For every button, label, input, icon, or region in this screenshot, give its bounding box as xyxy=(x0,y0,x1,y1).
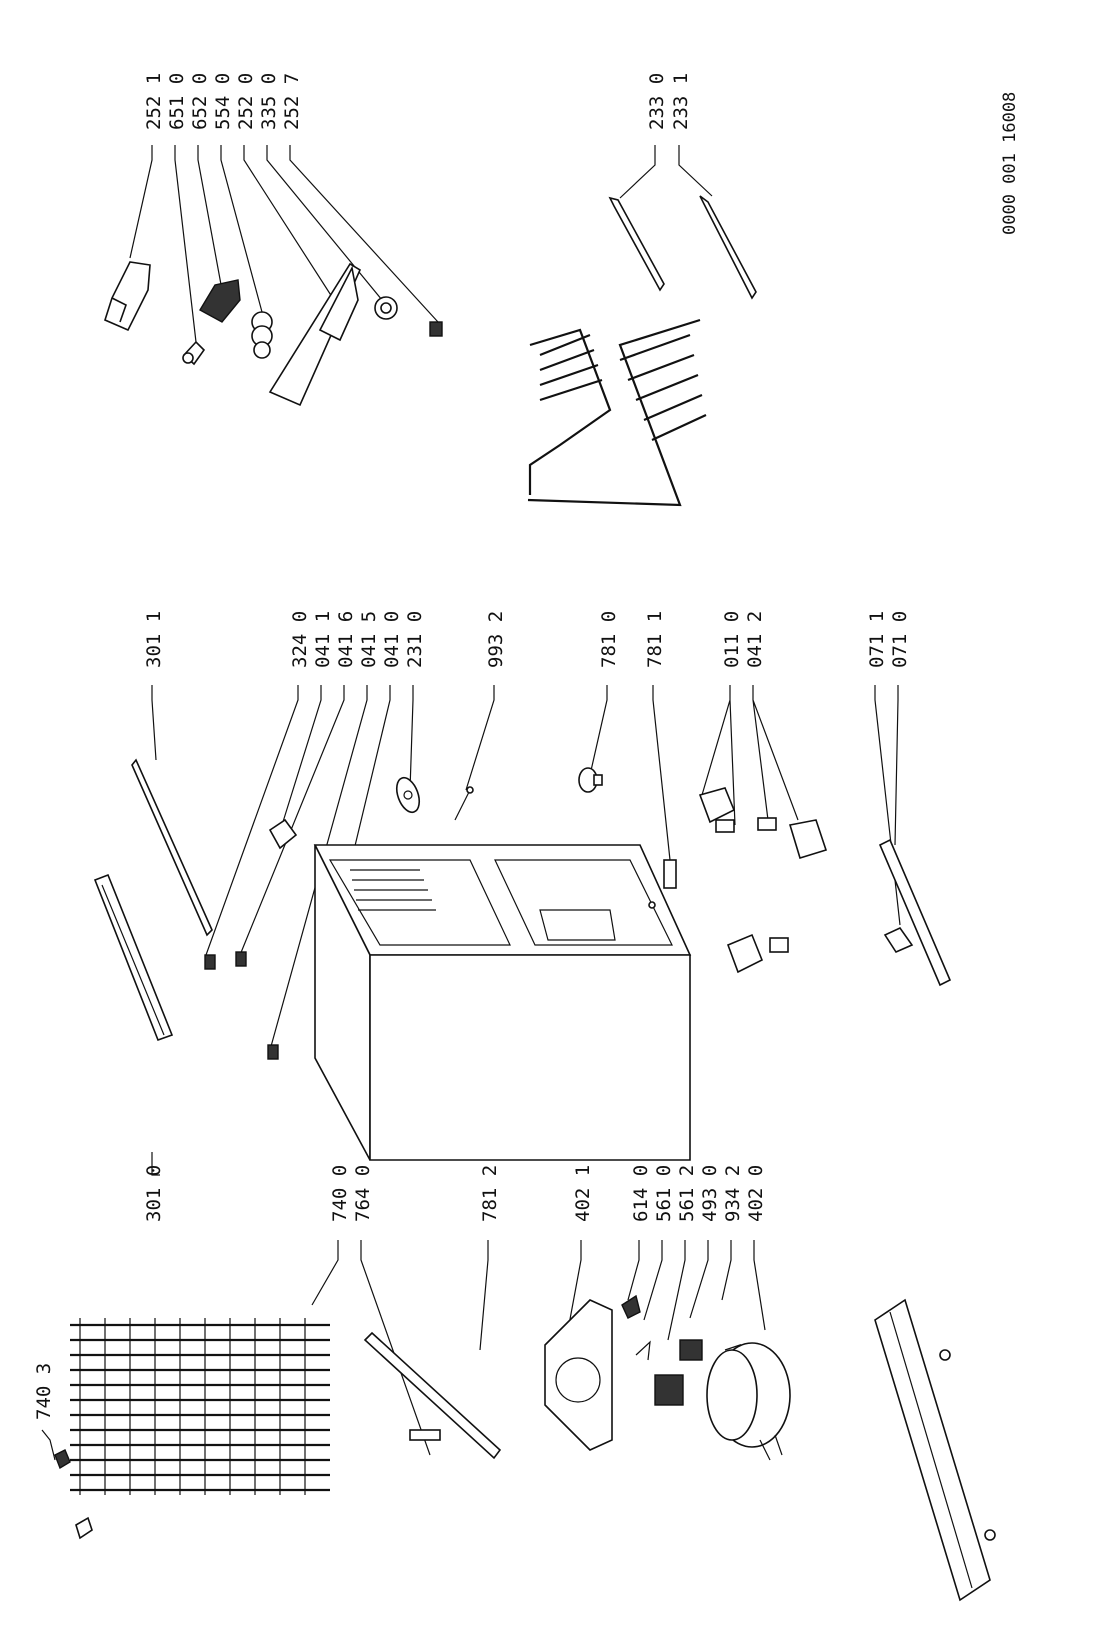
callout-label: 561 0 xyxy=(653,1165,675,1222)
leader-lines xyxy=(41,145,901,1461)
callout-label: 041 6 xyxy=(335,611,357,668)
top-cover-rail-icon xyxy=(93,873,174,1042)
callout-label: 252 1 xyxy=(143,73,165,130)
adjustable-foot-icon xyxy=(578,767,603,793)
callout-label: 764 0 xyxy=(352,1165,374,1222)
callout-label: 233 0 xyxy=(646,73,668,130)
trim-strip-icon xyxy=(131,758,213,937)
callout-label: 335 0 xyxy=(258,73,280,130)
callout-label: 781 0 xyxy=(598,611,620,668)
base-trim-icon xyxy=(878,838,952,987)
condenser-coil-icon xyxy=(54,1318,330,1540)
wire-shelf-icon xyxy=(527,318,707,507)
base-frame-icon xyxy=(874,1298,996,1602)
filter-dryer-icon xyxy=(409,1429,441,1441)
drip-tray-icon xyxy=(544,1299,613,1451)
callout-label: 781 1 xyxy=(644,611,666,668)
callout-label: 011 0 xyxy=(721,611,743,668)
callout-labels: 252 1 651 0 652 0 554 0 252 0 335 0 252 … xyxy=(33,73,1020,1420)
callout-label: 554 0 xyxy=(212,73,234,130)
callout-label: 252 0 xyxy=(235,73,257,130)
control-panel-icon xyxy=(268,262,362,407)
callout-label: 071 1 xyxy=(866,611,888,668)
callout-label: 993 2 xyxy=(485,611,507,668)
relay-part-icon xyxy=(621,1294,741,1406)
callout-label: 252 7 xyxy=(281,73,303,130)
roller-pin-icon xyxy=(663,859,677,889)
callout-label: 041 0 xyxy=(381,611,403,668)
spring-icon xyxy=(251,311,273,359)
knob-icon xyxy=(374,296,398,320)
compressor-icon xyxy=(706,1342,791,1461)
drain-plate-icon xyxy=(395,776,421,814)
callout-label: 781 2 xyxy=(479,1165,501,1222)
callout-label: 934 2 xyxy=(722,1165,744,1222)
callout-label: 651 0 xyxy=(166,73,188,130)
refrigerator-cabinet-icon xyxy=(313,844,692,1161)
callout-label: 231 0 xyxy=(404,611,426,668)
door-hinge-icon xyxy=(698,787,828,974)
thermostat-housing-icon xyxy=(104,261,151,332)
lamp-bulb-icon xyxy=(182,340,206,366)
callout-label: 233 1 xyxy=(670,73,692,130)
drawing-code: 0000 001 16008 xyxy=(1000,92,1020,235)
callout-label: 493 0 xyxy=(699,1165,721,1222)
callout-label: 652 0 xyxy=(189,73,211,130)
bracket-rail-icon xyxy=(363,1331,502,1460)
callout-label: 740 0 xyxy=(329,1165,351,1222)
callout-label: 071 0 xyxy=(889,611,911,668)
cable-probe-icon xyxy=(454,786,474,821)
callout-label: 041 5 xyxy=(358,611,380,668)
callout-label: 561 2 xyxy=(676,1165,698,1222)
callout-label: 041 2 xyxy=(744,611,766,668)
callout-label: 402 0 xyxy=(745,1165,767,1222)
callout-label: 402 1 xyxy=(572,1165,594,1222)
callout-label: 614 0 xyxy=(630,1165,652,1222)
callout-label: 041 1 xyxy=(312,611,334,668)
callout-label: 740 3 xyxy=(33,1363,55,1420)
callout-label: 301 1 xyxy=(143,611,165,668)
callout-label: 301 0 xyxy=(143,1165,165,1222)
thermostat-unit-icon xyxy=(199,279,241,323)
clip-icon xyxy=(429,321,443,337)
door-shelf-icon xyxy=(608,195,757,300)
callout-label: 324 0 xyxy=(289,611,311,668)
